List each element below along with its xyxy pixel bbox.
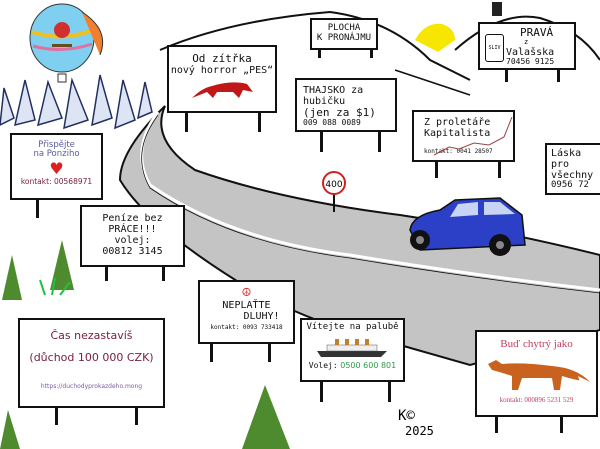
- grass: [39, 277, 71, 296]
- hilltop-house: [492, 2, 502, 16]
- url-link[interactable]: https://duchodyprokazdeho.mong: [40, 383, 143, 391]
- bottle-icon: SLIV: [485, 34, 504, 62]
- billboard-proletar: Z proletáře Kapitalista kontakt: 0041 28…: [412, 110, 515, 162]
- signature-year: 2025: [405, 424, 434, 438]
- fox-icon: [487, 360, 590, 391]
- billboard-dluhy: ☮ NEPLAŤTE DLUHY! kontakt: 0093 733418: [198, 280, 295, 344]
- billboard-ponzi: Přispějte na Ponziho ♥ kontakt: 00568971: [10, 133, 103, 200]
- pine-forest: [0, 74, 153, 130]
- billboard-cas: Čas nezastavíš (důchod 100 000 CZK) http…: [18, 318, 165, 408]
- hill-left: [159, 10, 471, 81]
- red-dog-icon: [192, 82, 253, 99]
- blue-car: [409, 197, 526, 256]
- speed-limit-value: 400: [325, 180, 342, 190]
- hill-line: [394, 69, 471, 96]
- road: [118, 105, 600, 367]
- speed-limit-sign: [322, 171, 346, 195]
- rising-chart-icon: [434, 117, 513, 156]
- billboard-chytry: Buď chytrý jako kontakt: 000896 5231 529: [475, 330, 598, 417]
- billboard-thajsko: THAJSKO za hubičku (jen za $1) 009 088 0…: [295, 78, 397, 132]
- peace-icon: ☮: [242, 284, 251, 300]
- billboard-plocha: PLOCHA K PRONÁJMU: [310, 18, 378, 50]
- laska-phone: 0956 72: [551, 180, 589, 190]
- ship-icon: [317, 338, 387, 357]
- sun: [415, 23, 455, 52]
- billboard-penize: Peníze bez PRÁCE!!! volej: 00812 3145: [80, 205, 185, 267]
- billboard-paluba: Vítejte na palubě Volej: 0500 600 801: [300, 318, 405, 382]
- cannabis-plants: [0, 240, 290, 449]
- heart-icon: ♥: [49, 158, 64, 178]
- hot-air-balloon: [29, 3, 104, 83]
- billboard-laska: Láska pro všechny 0956 72: [545, 143, 600, 195]
- billboard-horror: Od zítřka nový horror „PES“: [167, 45, 277, 113]
- signature-mark: K©: [398, 408, 415, 424]
- billboard-prava: SLIV PRAVÁ z Valašska 70456 9125: [478, 22, 576, 70]
